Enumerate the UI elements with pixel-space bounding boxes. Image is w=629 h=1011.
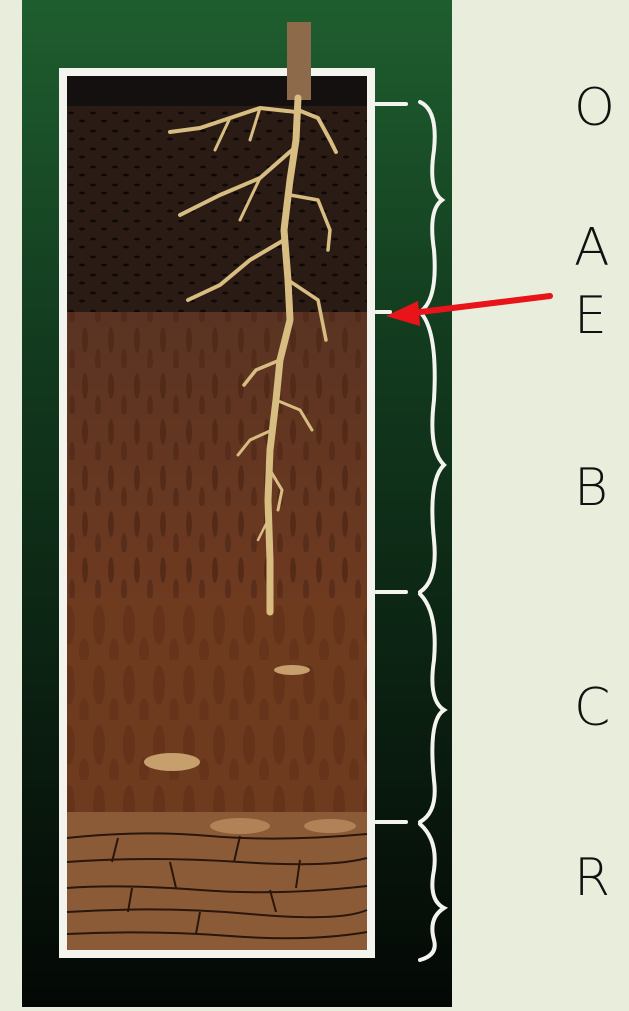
rock-fragment xyxy=(304,819,356,833)
r-horizon xyxy=(67,812,367,950)
horizon-label-e: E xyxy=(574,290,607,342)
horizon-label-a: A xyxy=(574,222,610,274)
horizon-label-r: R xyxy=(574,852,610,904)
horizon-label-o: O xyxy=(574,82,615,134)
rock-fragment xyxy=(274,665,310,675)
b-horizon-texture xyxy=(67,312,367,602)
horizon-label-b: B xyxy=(574,462,608,514)
plant-stem xyxy=(287,22,311,100)
o-horizon xyxy=(67,76,367,106)
c-horizon-texture xyxy=(67,602,367,812)
rock-fragment xyxy=(210,818,270,834)
rock-fragment xyxy=(144,753,200,771)
horizon-label-c: C xyxy=(574,682,610,734)
